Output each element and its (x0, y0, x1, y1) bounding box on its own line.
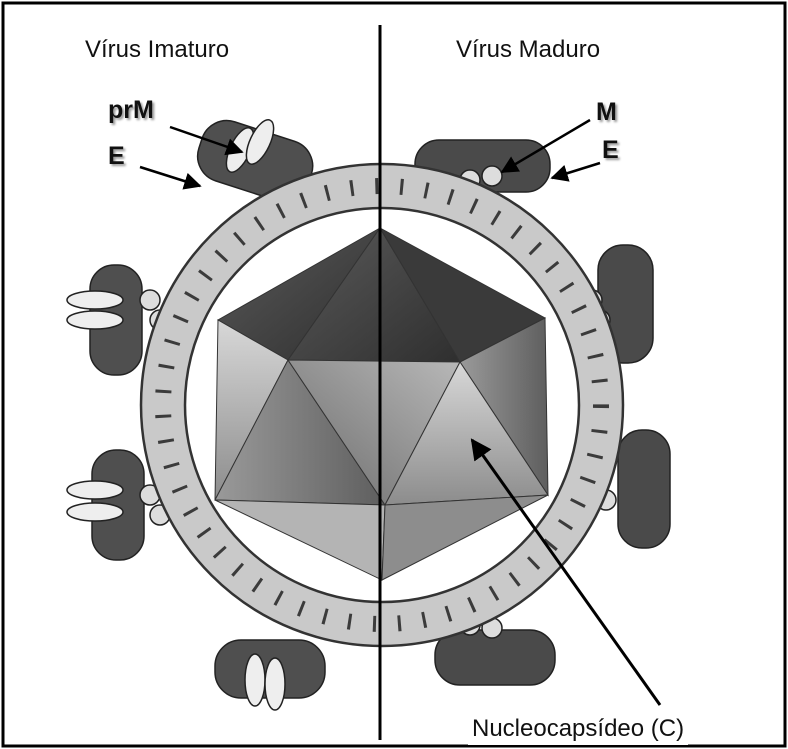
protein-complex (215, 640, 325, 710)
immature-virus-title: Vírus Imaturo (85, 36, 229, 64)
e-label-right: E (602, 136, 619, 165)
nucleocapsid-label: Nucleocapsídeo (C) (468, 713, 688, 745)
prm-label: prM (108, 96, 154, 125)
m-label: M (596, 98, 617, 127)
e-label-left: E (108, 142, 125, 171)
arrow-e-right (552, 163, 600, 178)
arrow-e-left (140, 167, 200, 186)
mature-virus-title: Vírus Maduro (456, 36, 600, 64)
